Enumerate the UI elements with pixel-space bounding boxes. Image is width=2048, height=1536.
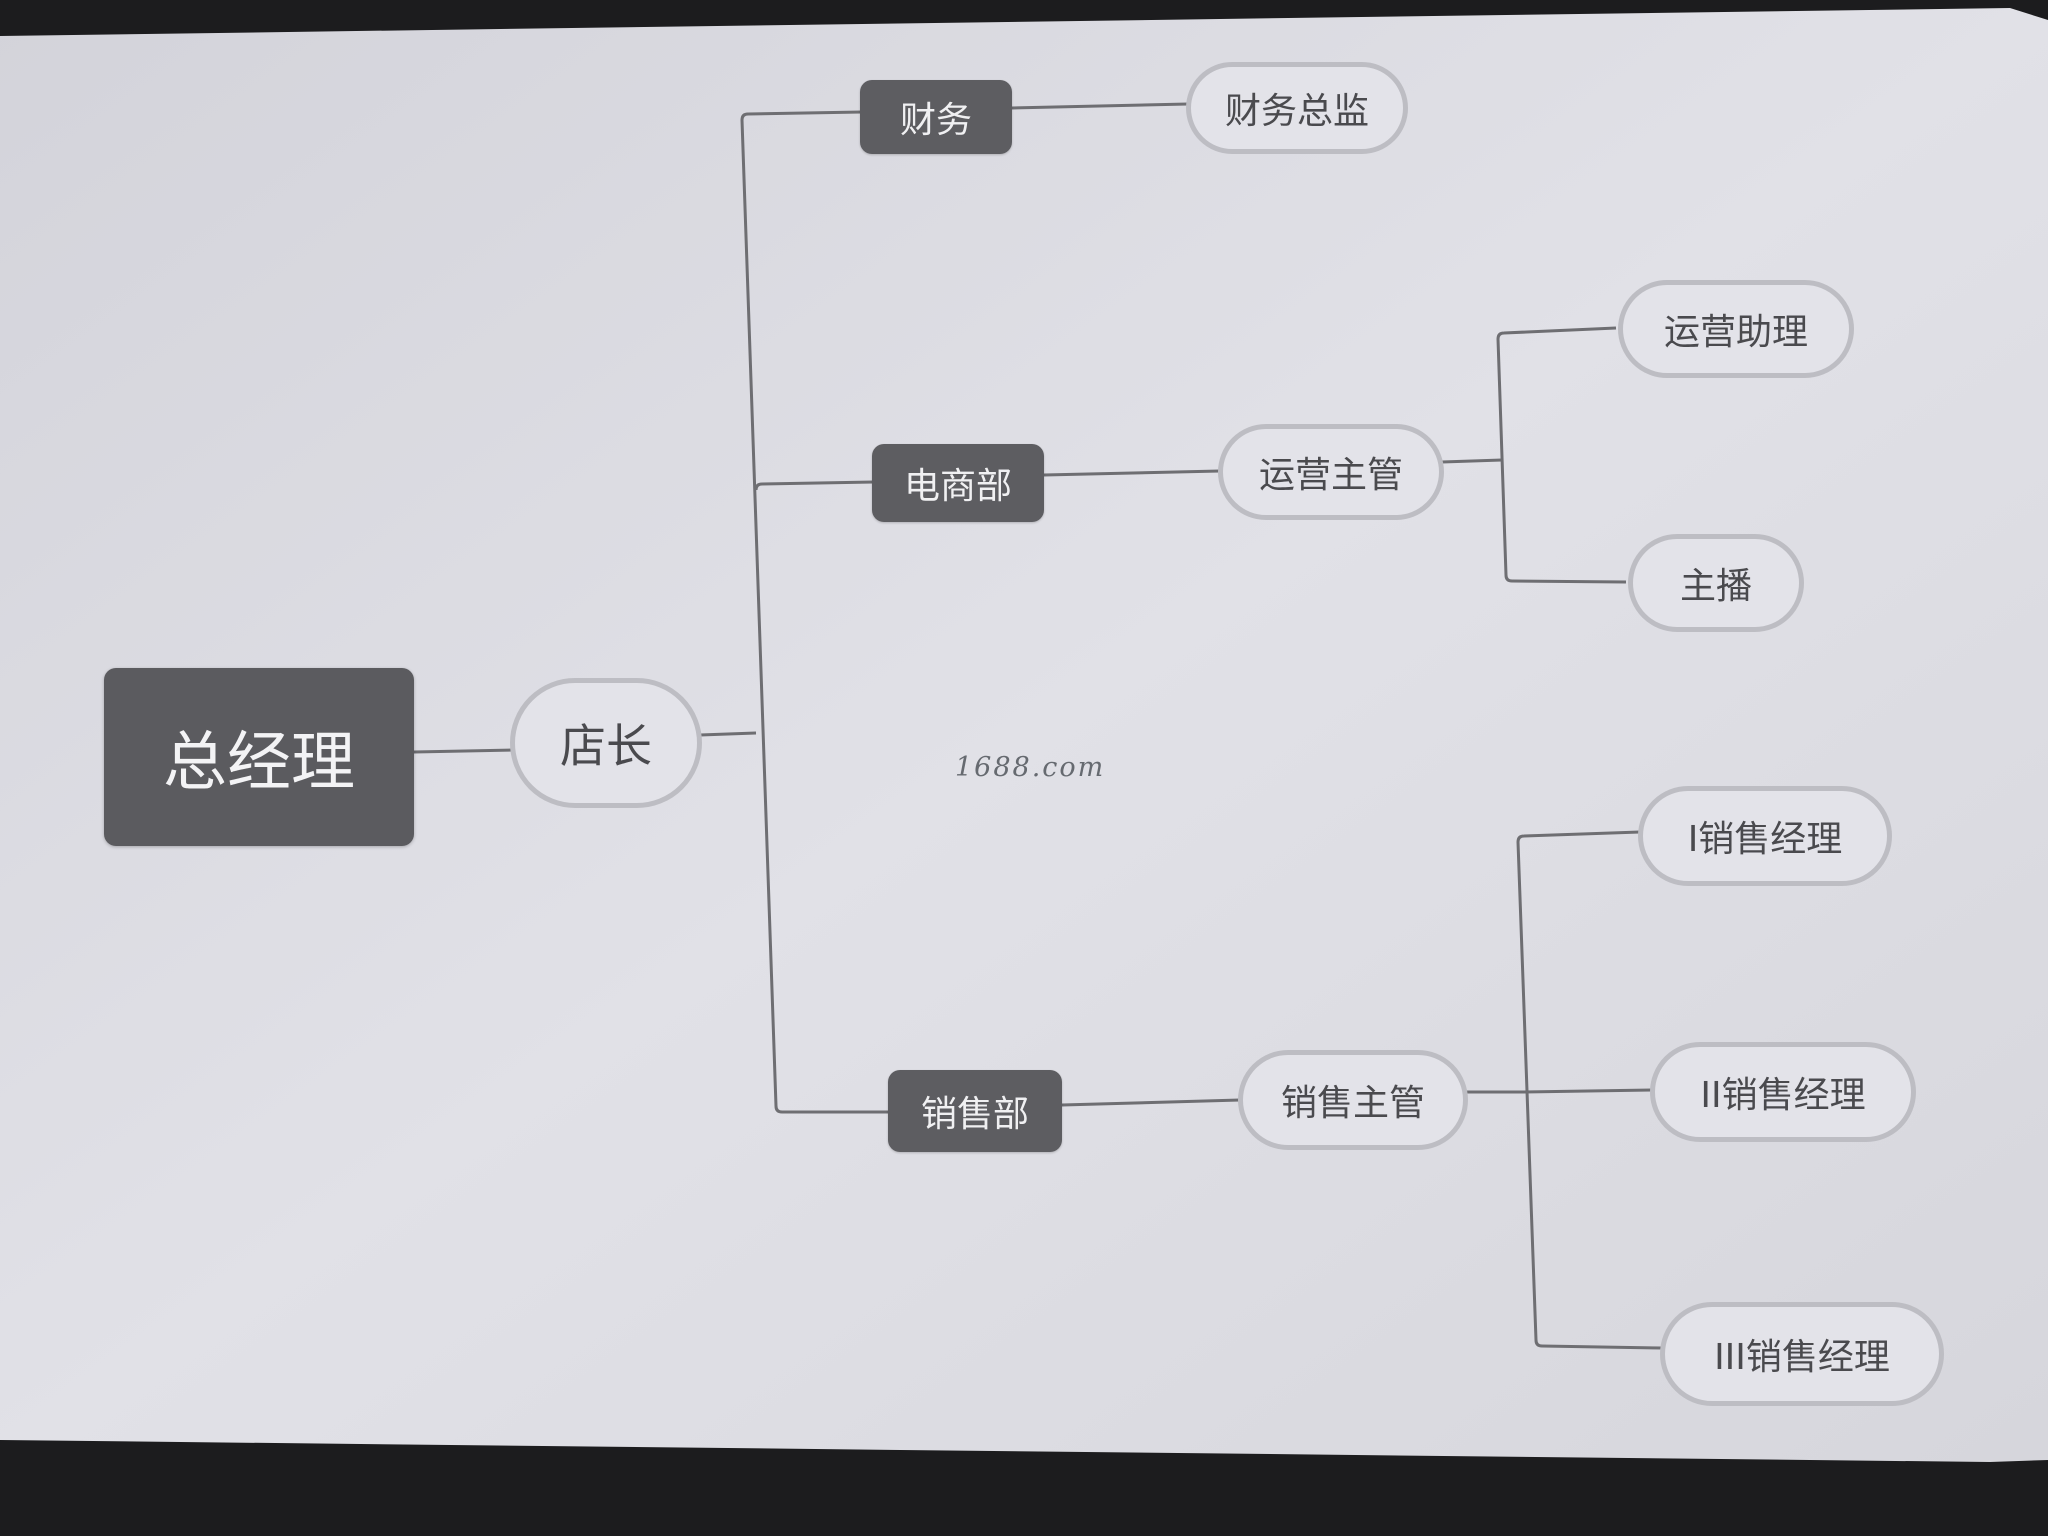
sales-supervisor-node: 销售主管 bbox=[1238, 1050, 1468, 1150]
sales-dept-label: 销售部 bbox=[920, 1094, 1029, 1135]
paper-background bbox=[0, 8, 2048, 1462]
watermark-text: 1688.com bbox=[955, 752, 1106, 783]
connector-finance-director bbox=[1011, 102, 1189, 110]
finance-dept-label: 财务 bbox=[899, 100, 972, 141]
connector-lines bbox=[413, 102, 1663, 1350]
streamer-node: 主播 bbox=[1628, 534, 1804, 632]
connector-ops-bracket-stem bbox=[1441, 458, 1503, 464]
sales-manager-3-label: III销售经理 bbox=[1714, 1337, 1890, 1378]
connector-ops-bracket bbox=[1496, 326, 1627, 584]
general-manager-label: 总经理 bbox=[163, 726, 355, 800]
sales-manager-2-label: II销售经理 bbox=[1700, 1075, 1866, 1116]
ecommerce-dept-node: 电商部 bbox=[872, 444, 1044, 522]
finance-director-label: 财务总监 bbox=[1224, 91, 1369, 132]
connector-trunk-ecommerce bbox=[754, 480, 875, 491]
finance-director-node: 财务总监 bbox=[1186, 62, 1408, 154]
ops-assistant-label: 运营助理 bbox=[1663, 312, 1808, 353]
sales-manager-2-node: II销售经理 bbox=[1650, 1042, 1916, 1142]
connector-ecommerce-supervisor bbox=[1043, 469, 1221, 477]
connector-sales-mgr2 bbox=[1521, 1088, 1653, 1094]
sales-manager-3-node: III销售经理 bbox=[1660, 1302, 1944, 1406]
store-manager-node: 店长 bbox=[510, 678, 702, 808]
sales-dept-node: 销售部 bbox=[888, 1070, 1062, 1152]
streamer-label: 主播 bbox=[1679, 566, 1752, 607]
ops-supervisor-node: 运营主管 bbox=[1218, 424, 1444, 520]
ecommerce-dept-label: 电商部 bbox=[903, 466, 1012, 507]
sales-manager-1-label: I销售经理 bbox=[1687, 819, 1843, 860]
store-manager-label: 店长 bbox=[560, 719, 652, 773]
connector-root-store bbox=[413, 748, 515, 754]
ops-assistant-node: 运营助理 bbox=[1618, 280, 1854, 378]
sales-manager-1-node: I销售经理 bbox=[1638, 786, 1892, 886]
connector-store-trunk bbox=[699, 731, 757, 737]
connector-sales-supervisor bbox=[1061, 1098, 1241, 1107]
general-manager-node: 总经理 bbox=[104, 668, 414, 846]
ops-supervisor-label: 运营主管 bbox=[1258, 455, 1403, 496]
finance-dept-node: 财务 bbox=[860, 80, 1012, 154]
connector-trunk-finance bbox=[740, 110, 890, 1114]
sales-supervisor-label: 销售主管 bbox=[1280, 1083, 1425, 1124]
